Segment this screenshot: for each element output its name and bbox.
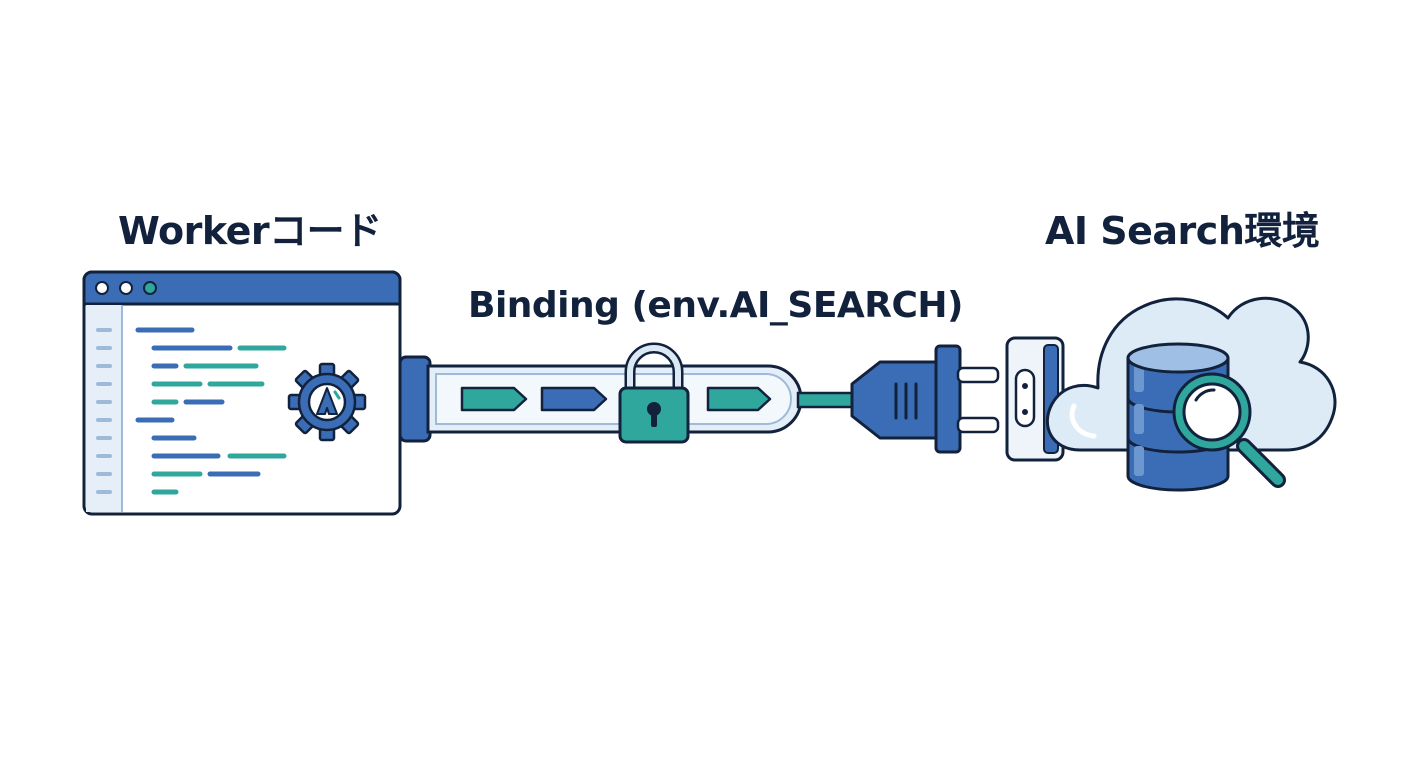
padlock-icon bbox=[618, 342, 690, 444]
worker-code-label: Workerコード bbox=[118, 209, 382, 253]
gear-icon bbox=[287, 362, 367, 442]
binding-label: Binding (env.AI_SEARCH) bbox=[468, 285, 964, 326]
magnifier-icon bbox=[1172, 372, 1286, 488]
binding-tube bbox=[398, 355, 803, 443]
ai-search-environment-label: AI Search環境 bbox=[1045, 209, 1320, 253]
power-plug-icon bbox=[850, 344, 1000, 454]
